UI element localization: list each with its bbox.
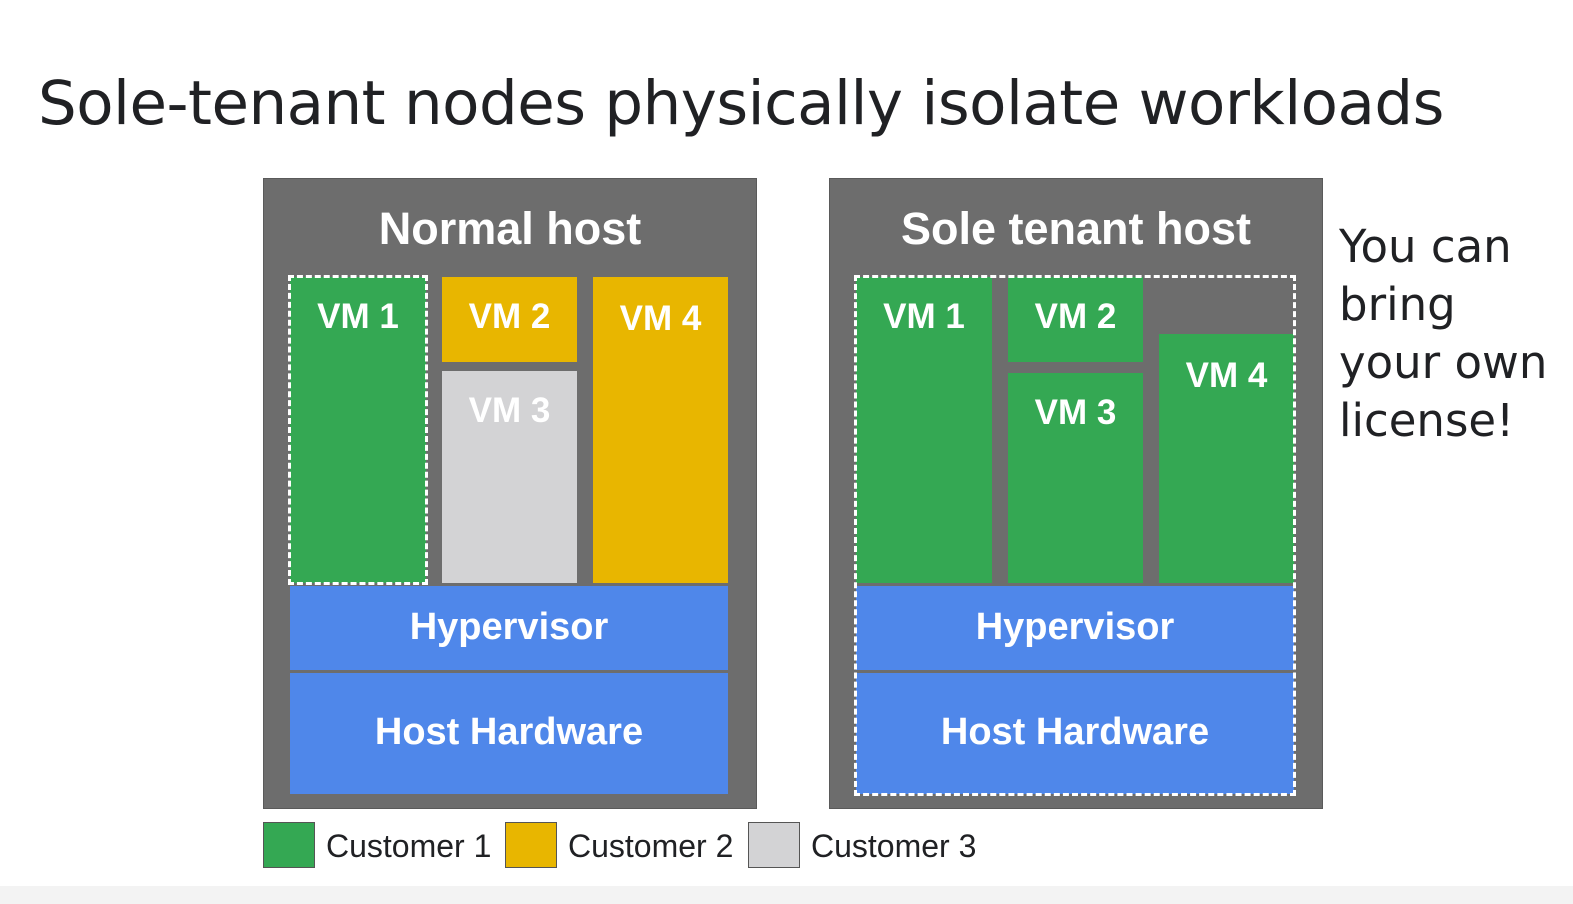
sole-vm-4: VM 4 xyxy=(1159,334,1294,583)
hypervisor-label: Hypervisor xyxy=(409,606,609,648)
normal-host-title: Normal host xyxy=(378,203,642,254)
vm-label: VM 1 xyxy=(883,297,965,336)
slide-title: Sole-tenant nodes physically isolate wor… xyxy=(38,68,1444,139)
host-hardware-label: Host Hardware xyxy=(374,711,644,753)
sole-tenant-host-title: Sole tenant host xyxy=(900,203,1252,254)
host-hardware-label: Host Hardware xyxy=(940,711,1210,753)
sole-tenant-host-panel: Sole tenant host VM 1 VM 2 VM 3 VM 4 Hyp… xyxy=(829,178,1323,809)
sole-vm-3: VM 3 xyxy=(1008,373,1143,583)
normal-vm-2: VM 2 xyxy=(442,277,577,362)
normal-vm-3: VM 3 xyxy=(442,371,577,583)
hypervisor-label: Hypervisor xyxy=(975,606,1175,648)
legend-swatch-customer-1 xyxy=(263,822,315,868)
bottom-strip xyxy=(0,886,1573,904)
normal-host-hardware: Host Hardware xyxy=(290,673,728,794)
sole-vm-1: VM 1 xyxy=(856,277,992,583)
normal-host-panel: Normal host VM 1 VM 2 VM 3 VM 4 Hypervis… xyxy=(263,178,757,809)
side-note-line: You can xyxy=(1339,220,1512,273)
vm-label: VM 2 xyxy=(1034,297,1117,336)
side-note-line: your own xyxy=(1339,336,1548,389)
vm-label: VM 4 xyxy=(619,299,702,338)
legend-swatch-customer-2 xyxy=(505,822,557,868)
vm-label: VM 2 xyxy=(468,297,551,336)
sole-hypervisor: Hypervisor xyxy=(856,586,1294,670)
vm-label: VM 3 xyxy=(1034,393,1117,432)
legend-label-customer-3: Customer 3 xyxy=(811,828,977,864)
vm-label: VM 3 xyxy=(468,391,551,430)
side-note: You can bring your own license! xyxy=(1339,218,1569,450)
normal-vm-4: VM 4 xyxy=(593,277,728,583)
legend-swatch-customer-3 xyxy=(748,822,800,868)
normal-hypervisor: Hypervisor xyxy=(290,586,728,670)
vm-label: VM 4 xyxy=(1185,356,1268,395)
legend-label-customer-1: Customer 1 xyxy=(326,828,492,864)
legend-label-customer-2: Customer 2 xyxy=(568,828,734,864)
side-note-line: license! xyxy=(1339,394,1515,447)
sole-vm-2: VM 2 xyxy=(1008,277,1143,362)
sole-host-hardware: Host Hardware xyxy=(856,673,1294,794)
normal-vm-1: VM 1 xyxy=(290,277,426,583)
vm-label: VM 1 xyxy=(317,297,399,336)
side-note-line: bring xyxy=(1339,278,1456,331)
